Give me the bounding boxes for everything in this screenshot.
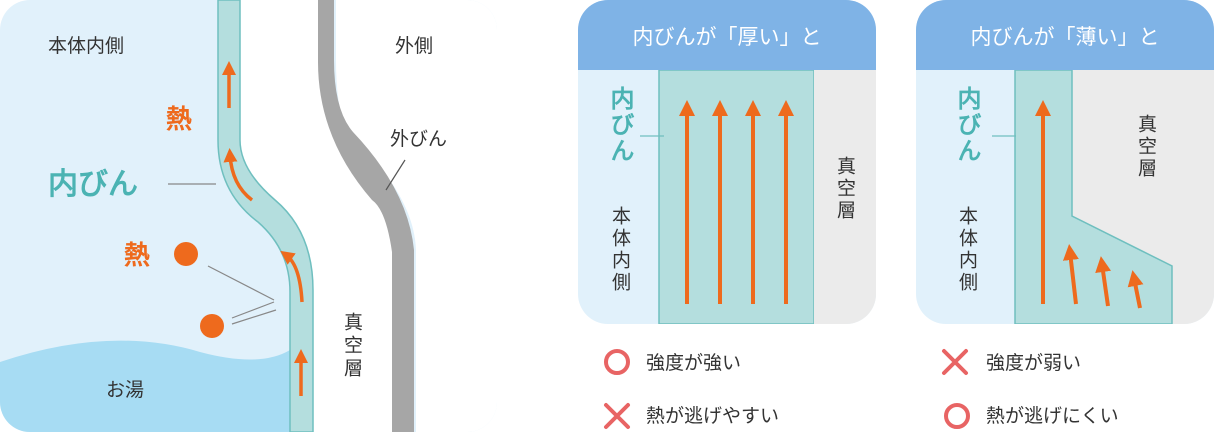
panel-thin-header (916, 0, 1214, 70)
heat-arrows-thick (679, 100, 794, 304)
outside-area (336, 0, 497, 432)
inner-bottle-label-thin: 内びん (953, 86, 981, 164)
inner-bottle-wall (217, 0, 314, 432)
outer-bottle-wall (318, 0, 414, 432)
heat-dot-upper (174, 242, 198, 266)
heat-label-top: 熱 (166, 105, 192, 135)
vacuum-label-thick: 真空層 (834, 156, 856, 222)
result-text: 熱が逃げにくい (986, 405, 1119, 427)
good-mark-icon (944, 403, 970, 429)
inner-bottle-label-thick: 内びん (606, 86, 634, 164)
hot-water (0, 340, 290, 432)
leader-line (231, 301, 275, 319)
bad-mark-icon (604, 403, 630, 429)
leader-line (231, 309, 277, 325)
result-strength-thick: 強度が強い (604, 349, 741, 375)
vacuum-area-thick (814, 70, 876, 324)
outer-bottle-label: 外びん (390, 128, 447, 150)
left-diagram: 本体内側 外側 熱 内びん 熱 外びん 真空層 お湯 (0, 0, 497, 432)
inner-bottle-thick (658, 69, 815, 324)
hot-water-label: お湯 (106, 379, 144, 401)
heat-dot-lower (200, 314, 224, 338)
good-mark-icon (604, 349, 630, 375)
vacuum-gap (220, 0, 394, 432)
heat-label-bottom: 熱 (124, 241, 150, 271)
inner-bottle-label: 内びん (48, 167, 138, 202)
vacuum-layer-label: 真空層 (341, 312, 363, 381)
result-text: 強度が弱い (986, 352, 1081, 374)
result-text: 強度が強い (646, 352, 741, 374)
panel-thick: 内びんが「厚い」と 内びん 本体内側 真空層 強度が強い 熱が逃げやすい (578, 0, 876, 429)
leader-line (207, 265, 275, 301)
panel-thick-header (578, 0, 876, 70)
heat-arrow-short (1062, 244, 1079, 305)
heat-arrow-short (1095, 256, 1112, 307)
panel-thin-title: 内びんが「薄い」と (971, 25, 1160, 49)
body-inside-label: 本体内側 (48, 35, 124, 57)
body-inside-label-thin: 本体内側 (956, 206, 978, 294)
outside-label: 外側 (395, 35, 433, 57)
heat-arrow-short (1127, 270, 1144, 309)
vacuum-label-thin: 真空層 (1135, 114, 1157, 180)
result-text: 熱が逃げやすい (646, 405, 779, 427)
panel-thick-title: 内びんが「厚い」と (633, 25, 822, 49)
heat-arrows-thin (1035, 100, 1144, 309)
result-heat-thin: 熱が逃げにくい (944, 403, 1119, 429)
leader-line (385, 159, 406, 191)
heat-arrow-lower (280, 250, 304, 303)
panel-thin: 内びんが「薄い」と 内びん 本体内側 真空層 強度が弱い 熱が逃げにくい (916, 0, 1214, 429)
vacuum-area-thin (1072, 70, 1214, 324)
result-strength-thin: 強度が弱い (942, 349, 1081, 375)
bad-mark-icon (942, 349, 968, 375)
heat-arrow-middle (223, 148, 254, 202)
result-heat-thick: 熱が逃げやすい (604, 403, 779, 429)
body-inside-label-thick: 本体内側 (609, 206, 631, 294)
